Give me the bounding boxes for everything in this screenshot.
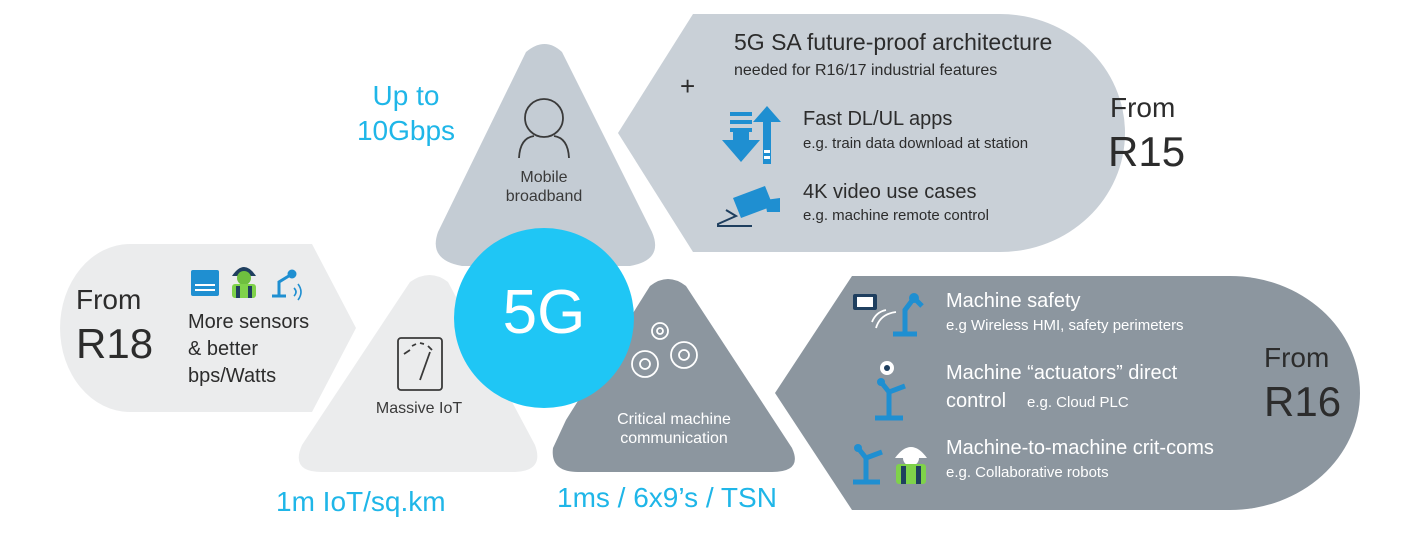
gauge-meter-icon (397, 337, 443, 391)
robot-worker-icon (853, 444, 927, 485)
r16-item2-title: Machine “actuators” direct (946, 362, 1178, 384)
center-5g-label: 5G (502, 278, 586, 347)
r16-item2-desc: e.g. Cloud PLC (1027, 394, 1129, 411)
r15-item1-title: Fast DL/UL apps (803, 108, 953, 130)
robot-wireless-icon (272, 269, 302, 301)
robot-actuator-icon (875, 361, 906, 421)
plus-sign: + (680, 71, 696, 101)
cmc-label-line2: communication (620, 430, 728, 447)
r18-release: R18 (76, 320, 154, 367)
massive-iot-triangle (298, 275, 538, 472)
gears-icon (631, 322, 698, 378)
r15-panel-shape (618, 14, 1125, 252)
r15-from: From (1110, 92, 1176, 123)
download-upload-icon (722, 106, 781, 164)
r18-text-line2: & better (188, 338, 259, 360)
miot-metric: 1m IoT/sq.km (276, 486, 446, 517)
worker-icon (232, 267, 256, 298)
cmc-metric: 1ms / 6x9’s / TSN (557, 482, 777, 513)
r15-item2-desc: e.g. machine remote control (803, 207, 989, 224)
person-icon (518, 98, 570, 159)
r16-panel-shape (775, 276, 1360, 510)
r16-item1-desc: e.g Wireless HMI, safety perimeters (946, 317, 1184, 334)
sensor-icon (191, 270, 219, 296)
miot-label: Massive IoT (375, 400, 463, 417)
mbb-label-line1: Mobile (520, 169, 568, 186)
center-5g-circle (454, 228, 634, 408)
mbb-speed-line1: Up to (372, 80, 440, 111)
r16-item2-title2: control (946, 390, 1007, 412)
r15-subtitle: needed for R16/17 industrial features (734, 62, 998, 79)
r16-item1-title: Machine safety (946, 290, 1081, 312)
r18-from: From (76, 284, 142, 315)
robot-arm-wireless-icon (853, 293, 924, 337)
r16-item3-title: Machine-to-machine crit-coms (946, 437, 1214, 459)
r18-panel-shape (60, 244, 357, 412)
video-camera-icon (717, 186, 780, 227)
mbb-speed-line2: 10Gbps (356, 115, 456, 146)
r15-item2-title: 4K video use cases (803, 181, 977, 203)
r16-item3-desc: e.g. Collaborative robots (946, 464, 1109, 481)
r15-item1-desc: e.g. train data download at station (803, 135, 1029, 152)
critical-machine-triangle (552, 279, 795, 472)
r18-text-line3: bps/Watts (188, 365, 277, 387)
mbb-label-line2: broadband (505, 188, 583, 205)
r15-title: 5G SA future-proof architecture (734, 29, 1053, 55)
r16-from: From (1264, 342, 1330, 373)
r16-release: R16 (1264, 378, 1342, 425)
cmc-label-line1: Critical machine (617, 411, 731, 428)
r15-release: R15 (1108, 128, 1186, 175)
r18-text-line1: More sensors (188, 311, 310, 333)
mobile-broadband-triangle (435, 44, 656, 266)
